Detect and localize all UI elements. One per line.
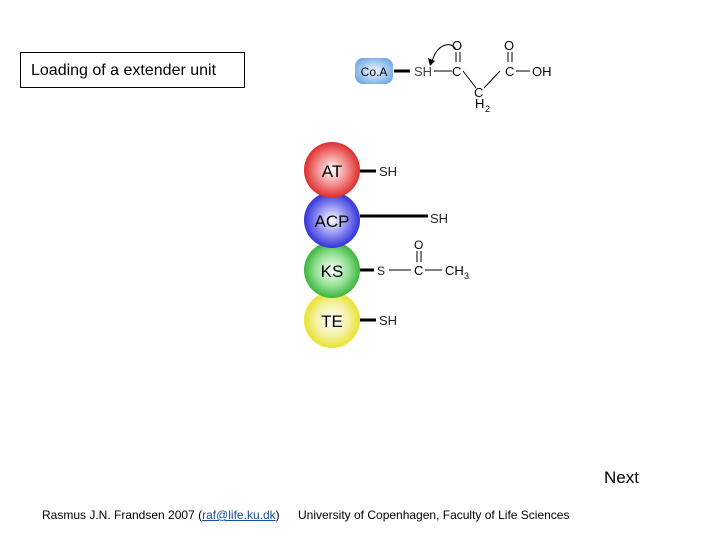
ks-s: S	[377, 264, 385, 278]
at-sh: SH	[379, 164, 397, 179]
at-label: AT	[322, 162, 342, 181]
footer-author: Rasmus J.N. Frandsen 2007 (raf@life.ku.d…	[42, 508, 280, 522]
methylene-h: H	[475, 96, 484, 111]
acp-domain	[304, 192, 360, 248]
next-button[interactable]: Next	[604, 468, 639, 487]
carbonyl-c2: C	[505, 64, 514, 79]
ks-carbonyl-c: C	[414, 263, 423, 278]
ks-carbonyl-o: O	[414, 238, 423, 252]
attack-arrow	[431, 44, 457, 63]
arrow-head	[428, 58, 435, 66]
oxygen-2: O	[504, 38, 514, 53]
coa-label: Co.A	[361, 65, 388, 79]
domain-stack: AT ACP KS TE SH SH S C O CH 3 SH	[304, 142, 469, 348]
malonyl-coa: Co.A SH C O C H 2 C O OH	[355, 38, 552, 114]
ks-label: KS	[321, 262, 344, 281]
coa-sh: SH	[414, 64, 432, 79]
methylene-sub: 2	[485, 104, 490, 114]
acp-sh: SH	[430, 211, 448, 226]
oxygen-1: O	[452, 38, 462, 53]
te-domain	[304, 292, 360, 348]
ks-domain	[304, 242, 360, 298]
author-prefix: Rasmus J.N. Frandsen 2007 (	[42, 508, 203, 522]
footer-institution: University of Copenhagen, Faculty of Lif…	[298, 508, 570, 522]
acp-label: ACP	[315, 212, 350, 231]
author-email-link[interactable]: raf@life.ku.dk	[202, 508, 276, 522]
carbonyl-c1: C	[452, 64, 461, 79]
author-suffix: )	[275, 508, 280, 522]
te-sh: SH	[379, 313, 397, 328]
hydroxyl: OH	[532, 64, 552, 79]
at-domain	[304, 142, 360, 198]
ks-methyl-sub: 3	[464, 271, 469, 281]
te-label: TE	[321, 312, 343, 331]
slide-title: Loading of a extender unit	[20, 52, 245, 88]
methylene-c: C	[474, 85, 483, 100]
ks-methyl: CH	[445, 263, 464, 278]
coa-badge	[355, 58, 393, 84]
